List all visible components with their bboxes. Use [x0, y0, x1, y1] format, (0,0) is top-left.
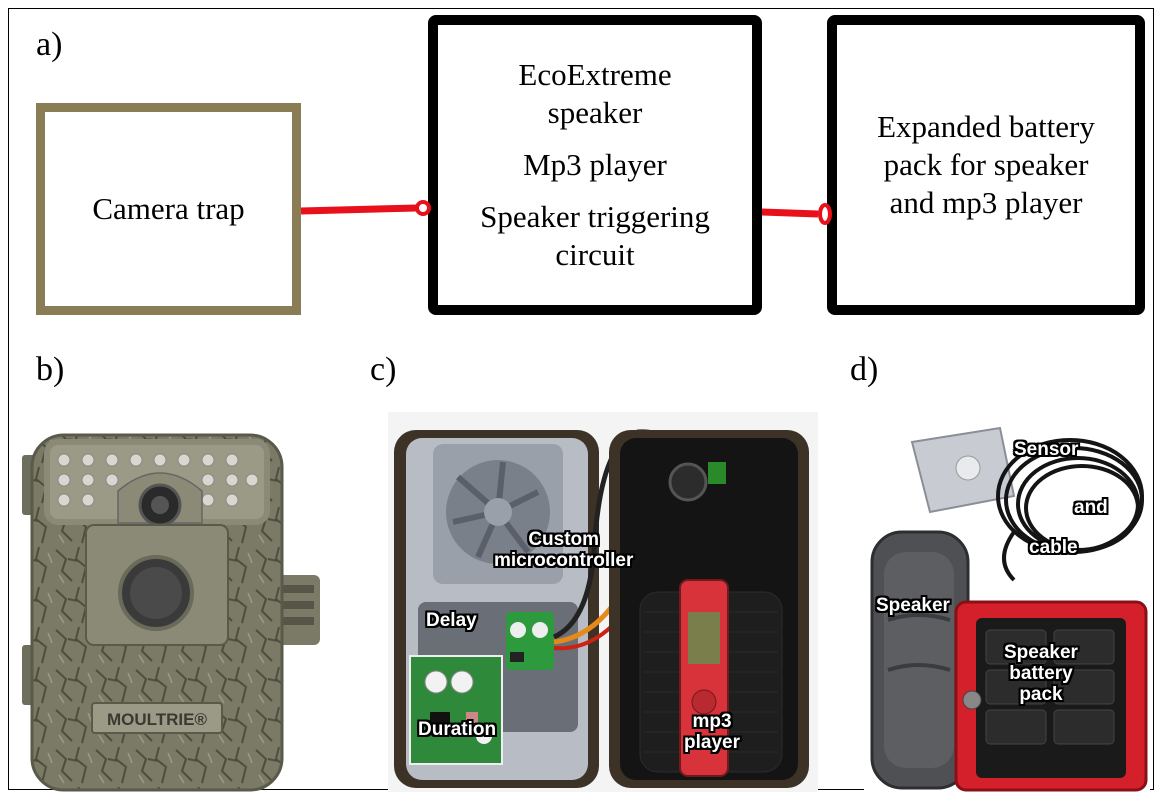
speaker-case-illustration — [388, 412, 818, 792]
and-label: and — [1074, 497, 1108, 518]
panel-label-c: c) — [370, 351, 397, 388]
speaker-battery-illustration — [864, 420, 1150, 792]
camera-trap-label: Camera trap — [92, 191, 245, 227]
custom-line-2: microcontroller — [494, 549, 634, 571]
camera-trap-box: Camera trap — [36, 103, 301, 315]
mp3-line-1: mp3 — [692, 711, 732, 732]
battery-label-line-2: battery — [1009, 662, 1073, 684]
battery-label-line-3: pack — [1019, 683, 1063, 705]
battery-line-3: and mp3 player — [889, 184, 1083, 220]
battery-line-1: Expanded battery — [877, 109, 1095, 145]
speaker-unit-box: EcoExtreme speaker Mp3 player Speaker tr… — [428, 15, 762, 315]
duration-label: Duration — [418, 719, 497, 740]
speaker-battery-pack-label: Speaker battery pack — [1004, 642, 1078, 706]
battery-line-2: pack for speaker — [883, 147, 1089, 183]
mp3-player-label: mp3 player — [684, 711, 740, 754]
custom-line-1: Custom — [528, 529, 600, 550]
speaker-line-1: EcoExtreme — [518, 57, 672, 93]
delay-label: Delay — [426, 610, 477, 631]
mp3-line-2: player — [684, 731, 740, 753]
custom-microcontroller-label: Custom microcontroller — [494, 529, 634, 572]
panel-label-d: d) — [850, 351, 879, 388]
sensor-label: Sensor — [1014, 439, 1079, 460]
battery-pack-box: Expanded battery pack for speaker and mp… — [827, 15, 1145, 315]
panel-label-b: b) — [36, 351, 65, 388]
camera-trap-photo: MOULTRIE® — [14, 425, 326, 793]
battery-label-line-1: Speaker — [1004, 642, 1078, 663]
speaker-case-photo: Custom microcontroller Delay Duration mp… — [388, 412, 818, 792]
speaker-line-5: circuit — [555, 236, 635, 272]
speaker-label: Speaker — [876, 595, 950, 616]
speaker-line-4: Speaker triggering — [480, 198, 710, 234]
speaker-line-2: speaker — [547, 95, 643, 131]
camera-brand-text: MOULTRIE® — [107, 710, 208, 729]
speaker-line-3: Mp3 player — [523, 147, 667, 183]
panel-label-a: a) — [36, 26, 63, 63]
speaker-battery-photo: Sensor and cable Speaker Speaker battery… — [864, 420, 1150, 792]
camera-trap-illustration: MOULTRIE® — [22, 433, 320, 792]
cable-label: cable — [1029, 537, 1078, 558]
